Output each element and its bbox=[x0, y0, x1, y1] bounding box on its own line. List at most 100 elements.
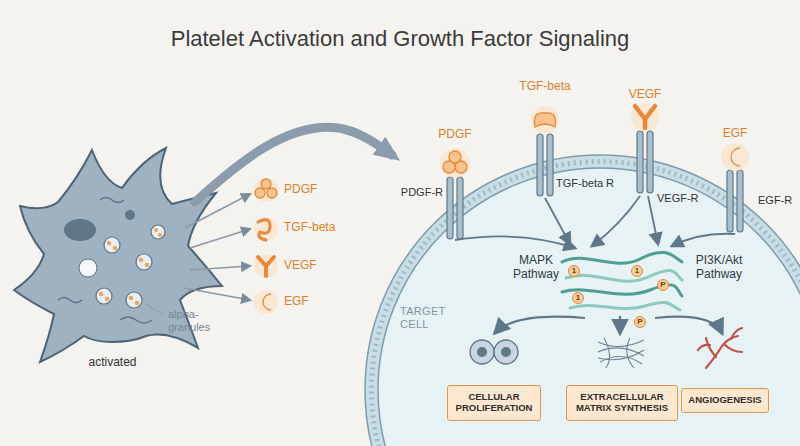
platelet-cell: activated bbox=[30, 180, 195, 375]
pathway-strand bbox=[562, 252, 682, 310]
outcome-arrow bbox=[495, 317, 585, 333]
signal-arrow bbox=[592, 196, 640, 246]
receptor bbox=[727, 170, 733, 232]
ligand bbox=[440, 103, 749, 178]
ligand bbox=[440, 148, 470, 178]
signal-arrow bbox=[545, 198, 570, 244]
vessel-icon bbox=[706, 338, 716, 357]
outcome-arrow bbox=[655, 317, 722, 333]
receptor bbox=[547, 134, 553, 196]
vessel-icon bbox=[698, 345, 710, 350]
matrix-icon bbox=[598, 350, 644, 360]
platelet-figure bbox=[125, 210, 135, 220]
release-arrow bbox=[184, 288, 250, 300]
matrix-icon bbox=[600, 356, 642, 364]
growth-factor-icon bbox=[254, 290, 278, 314]
platelet-figure bbox=[120, 317, 152, 323]
pathway-strand bbox=[562, 252, 682, 263]
receptor bbox=[637, 131, 643, 193]
proliferation-icon bbox=[494, 340, 518, 364]
receptor bbox=[447, 131, 743, 239]
ligand-label: PDGF bbox=[438, 128, 471, 142]
release-arrow bbox=[184, 194, 250, 300]
proliferation-icon bbox=[470, 340, 494, 364]
phosphorylation-marker: 1 bbox=[568, 265, 580, 277]
growth-factor-icon bbox=[258, 220, 270, 240]
cell-membrane bbox=[365, 155, 800, 446]
outcome-label: EXTRACELLULAR MATRIX SYNTHESIS bbox=[572, 391, 672, 414]
platelet-figure bbox=[14, 148, 222, 362]
platelet-figure bbox=[79, 259, 97, 277]
platelet-figure bbox=[139, 258, 143, 262]
proliferation-icon bbox=[470, 340, 518, 364]
growth-factor-label: TGF-beta bbox=[284, 221, 335, 235]
ligand-label: VEGF bbox=[629, 88, 662, 102]
growth-factor-icon bbox=[254, 178, 278, 314]
growth-factor-label: EGF bbox=[284, 295, 309, 309]
platelet-figure bbox=[113, 246, 117, 250]
pathway-label: PI3K/Akt Pathway bbox=[688, 254, 750, 282]
growth-factor-icon bbox=[255, 188, 265, 198]
release-arrow bbox=[190, 229, 250, 248]
pathway-strand bbox=[570, 302, 680, 310]
ligand bbox=[635, 106, 655, 128]
outcome-box: CELLULAR PROLIFERATION bbox=[447, 385, 541, 421]
signal-arrow bbox=[455, 236, 575, 248]
platelet-figure bbox=[135, 301, 139, 305]
outcome-label: ANGIOGENESIS bbox=[687, 394, 763, 405]
receptor-label: PDGF-R bbox=[401, 186, 443, 199]
ligand bbox=[721, 143, 749, 171]
granule-label: alpha-granules bbox=[168, 308, 218, 333]
matrix-icon bbox=[598, 348, 644, 356]
outcome-box: EXTRACELLULAR MATRIX SYNTHESIS bbox=[566, 385, 678, 421]
cell-membrane bbox=[372, 162, 800, 446]
cell-label: TARGET CELL bbox=[400, 305, 450, 331]
platelet-figure bbox=[14, 148, 222, 362]
matrix-icon bbox=[598, 340, 644, 347]
platelet-figure bbox=[136, 254, 152, 270]
phosphorylation-marker: P bbox=[634, 316, 646, 328]
growth-factor-label: PDGF bbox=[284, 183, 317, 197]
ligand bbox=[731, 148, 740, 166]
receptor bbox=[647, 131, 653, 193]
outcome-box: ANGIOGENESIS bbox=[681, 388, 769, 413]
ligand-label: EGF bbox=[723, 127, 748, 141]
vessel-icon bbox=[724, 344, 742, 352]
outcome-arrow bbox=[495, 316, 722, 333]
receptor bbox=[457, 177, 463, 239]
matrix-icon bbox=[604, 338, 610, 368]
growth-factor-icon bbox=[258, 257, 274, 276]
platelet-figure bbox=[126, 292, 142, 308]
growth-factor-icon bbox=[263, 294, 271, 310]
growth-factor-label: VEGF bbox=[284, 259, 317, 273]
receptor bbox=[537, 134, 543, 196]
outcome-label: CELLULAR PROLIFERATION bbox=[453, 391, 535, 414]
ligand-label: TGF-beta bbox=[519, 80, 570, 94]
receptor-label: TGF-beta R bbox=[556, 177, 614, 190]
phosphorylation-marker: 1 bbox=[572, 292, 584, 304]
matrix-icon bbox=[598, 338, 644, 368]
platelet-figure bbox=[96, 288, 112, 304]
cell-membrane bbox=[378, 168, 800, 446]
state-label: activated bbox=[88, 355, 136, 369]
platelet-figure bbox=[158, 233, 162, 237]
cell-membrane bbox=[365, 155, 800, 446]
vessel-icon bbox=[706, 336, 738, 368]
ligand bbox=[531, 106, 559, 134]
growth-factor-icon bbox=[254, 178, 278, 202]
platelet-figure bbox=[100, 198, 124, 203]
vessel-icon bbox=[698, 328, 742, 368]
receptor bbox=[737, 170, 743, 232]
platelet-figure bbox=[129, 296, 133, 300]
proliferation-icon bbox=[501, 347, 511, 357]
phosphorylation-marker: P bbox=[657, 279, 669, 291]
ligand bbox=[449, 151, 461, 163]
receptor-label: VEGF-R bbox=[657, 192, 699, 205]
pathway-label: MAPK Pathway bbox=[508, 254, 564, 282]
diagram-title: Platelet Activation and Growth Factor Si… bbox=[0, 26, 800, 52]
signal-arrow bbox=[648, 196, 658, 244]
vessel-icon bbox=[731, 328, 742, 339]
